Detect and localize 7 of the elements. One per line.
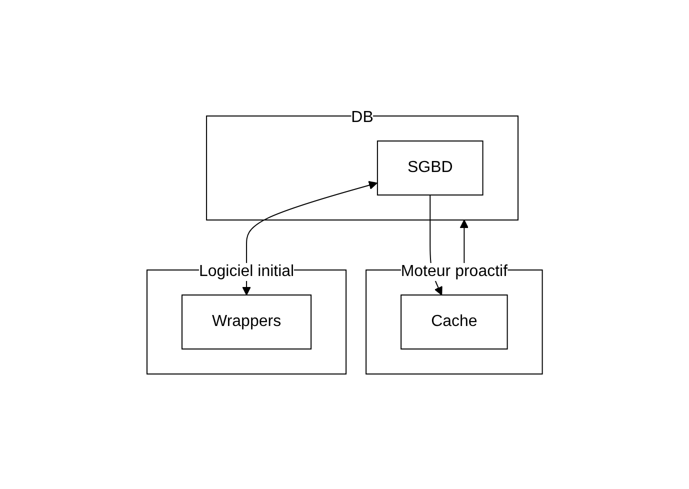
arrow <box>242 180 378 295</box>
node-label: Logiciel initial <box>198 262 294 280</box>
node-box: SGBD <box>376 140 484 195</box>
node-label: DB <box>351 108 374 126</box>
node-box: Wrappers <box>181 294 312 349</box>
node-label: Moteur proactif <box>400 262 508 280</box>
node-box: Cache <box>400 294 508 349</box>
